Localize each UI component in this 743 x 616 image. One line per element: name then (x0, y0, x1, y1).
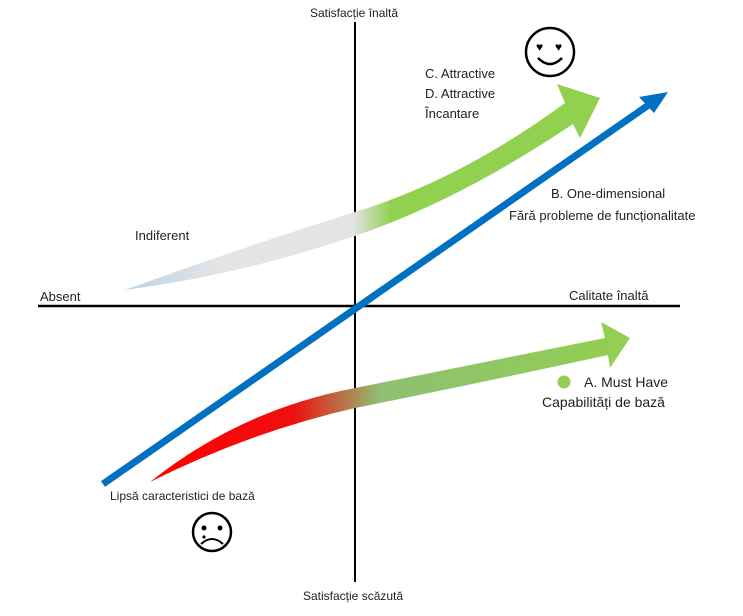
indifferent-label: Indiferent (135, 228, 190, 243)
must-have-label: A. Must Have (584, 374, 669, 390)
axis-label-bottom: Satisfacție scăzută (303, 589, 404, 603)
sad-crying-face-icon (191, 511, 233, 553)
one-dimensional-label: B. One-dimensional (551, 186, 666, 201)
must-have-bullet (557, 375, 571, 389)
one-dimensional-line (101, 101, 652, 487)
axis-label-right: Calitate înaltă (569, 288, 649, 303)
one-dimensional-arrowhead (639, 92, 668, 113)
svg-text:♥: ♥ (555, 40, 562, 54)
one-dimensional-sublabel: Fără probleme de funcționalitate (509, 208, 696, 223)
attractive-label-c: C. Attractive (425, 66, 496, 81)
missing-basics-label: Lipsă caracteristici de bază (110, 489, 255, 503)
svg-text:♥: ♥ (536, 40, 543, 54)
must-have-arrow (150, 322, 630, 482)
must-have-sublabel: Capabilități de bază (542, 394, 665, 410)
attractive-label-d: D. Attractive (425, 86, 496, 101)
axis-label-left: Absent (40, 289, 81, 304)
smiley-heart-eyes-icon: ♥ ♥ (524, 26, 576, 78)
attractive-label-delight: Încantare (425, 106, 480, 121)
axis-label-top: Satisfacție înaltă (310, 6, 399, 20)
